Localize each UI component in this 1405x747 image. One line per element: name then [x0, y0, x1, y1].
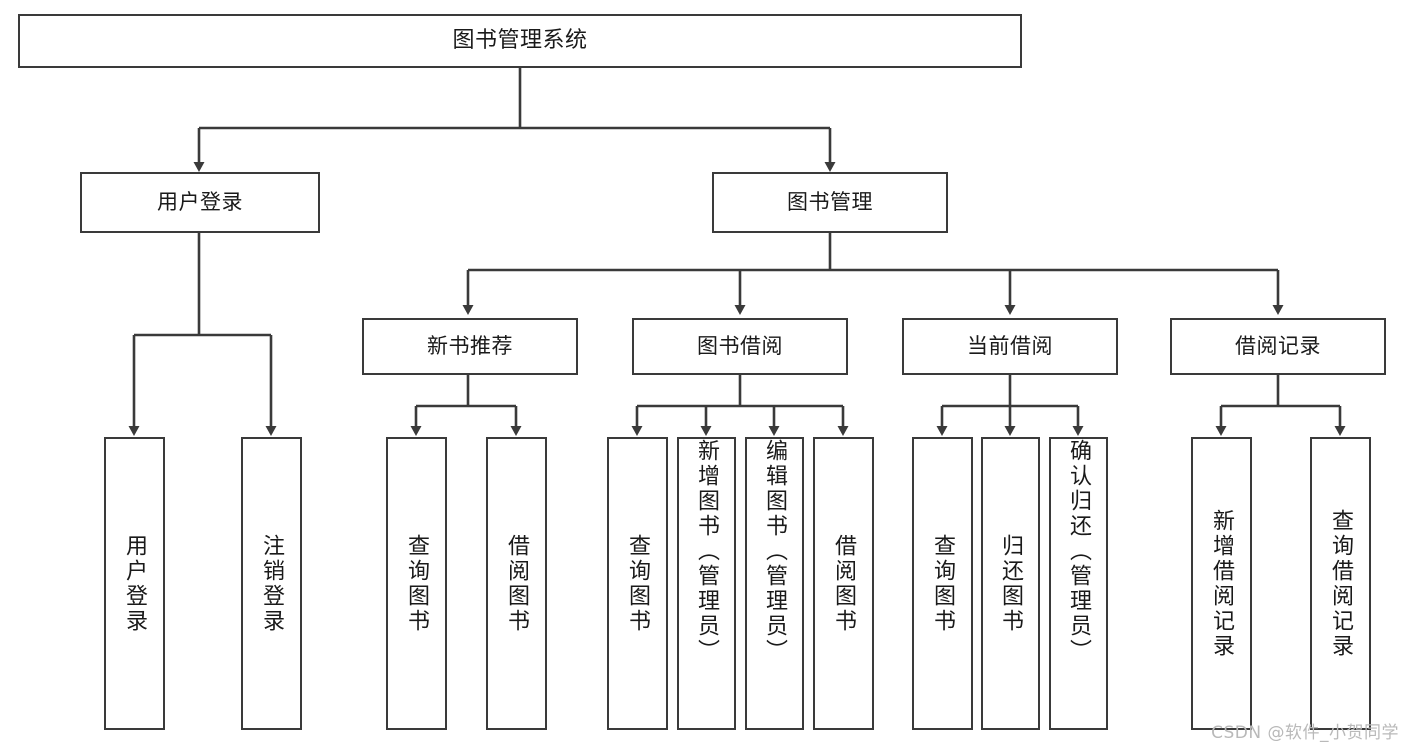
node-label: 借阅图书 [831, 533, 857, 634]
node-user-login[interactable]: 用户登录 [80, 172, 320, 233]
node-label: 当前借阅 [967, 334, 1053, 359]
node-leaf-logout[interactable]: 注销登录 [241, 437, 302, 730]
node-leaf-query-book-borrow[interactable]: 查询图书 [607, 437, 668, 730]
node-leaf-query-book-recommend[interactable]: 查询图书 [386, 437, 447, 730]
node-label: 新增图书（管理员） [694, 439, 720, 664]
node-book-borrow[interactable]: 图书借阅 [632, 318, 848, 375]
node-label: 图书管理 [787, 190, 873, 215]
node-label: 查询借阅记录 [1328, 508, 1354, 659]
node-borrow-record[interactable]: 借阅记录 [1170, 318, 1386, 375]
node-leaf-return-book[interactable]: 归还图书 [981, 437, 1040, 730]
node-label: 借阅图书 [504, 533, 530, 634]
node-label: 归还图书 [998, 533, 1024, 634]
node-label: 借阅记录 [1235, 334, 1321, 359]
node-leaf-user-login[interactable]: 用户登录 [104, 437, 165, 730]
node-leaf-query-borrow-record[interactable]: 查询借阅记录 [1310, 437, 1371, 730]
node-label: 查询图书 [625, 533, 651, 634]
node-leaf-borrow-book[interactable]: 借阅图书 [813, 437, 874, 730]
node-label: 确认归还（管理员） [1066, 439, 1092, 664]
node-leaf-borrow-book-recommend[interactable]: 借阅图书 [486, 437, 547, 730]
node-label: 用户登录 [157, 190, 243, 215]
node-leaf-confirm-return-admin[interactable]: 确认归还（管理员） [1049, 437, 1108, 730]
node-root-system[interactable]: 图书管理系统 [18, 14, 1022, 68]
node-label: 查询图书 [404, 533, 430, 634]
node-book-management[interactable]: 图书管理 [712, 172, 948, 233]
node-new-book-recommend[interactable]: 新书推荐 [362, 318, 578, 375]
node-label: 图书借阅 [697, 334, 783, 359]
node-label: 图书管理系统 [452, 28, 588, 54]
node-leaf-add-book-admin[interactable]: 新增图书（管理员） [677, 437, 736, 730]
node-label: 新增借阅记录 [1209, 508, 1235, 659]
node-current-borrow[interactable]: 当前借阅 [902, 318, 1118, 375]
node-label: 编辑图书（管理员） [762, 439, 788, 664]
node-label: 查询图书 [930, 533, 956, 634]
node-leaf-edit-book-admin[interactable]: 编辑图书（管理员） [745, 437, 804, 730]
node-label: 用户登录 [122, 533, 148, 634]
node-leaf-query-book-current[interactable]: 查询图书 [912, 437, 973, 730]
csdn-watermark: CSDN @软件_小贺同学 [1211, 723, 1399, 743]
node-label: 注销登录 [259, 533, 285, 634]
node-label: 新书推荐 [427, 334, 513, 359]
node-leaf-add-borrow-record[interactable]: 新增借阅记录 [1191, 437, 1252, 730]
